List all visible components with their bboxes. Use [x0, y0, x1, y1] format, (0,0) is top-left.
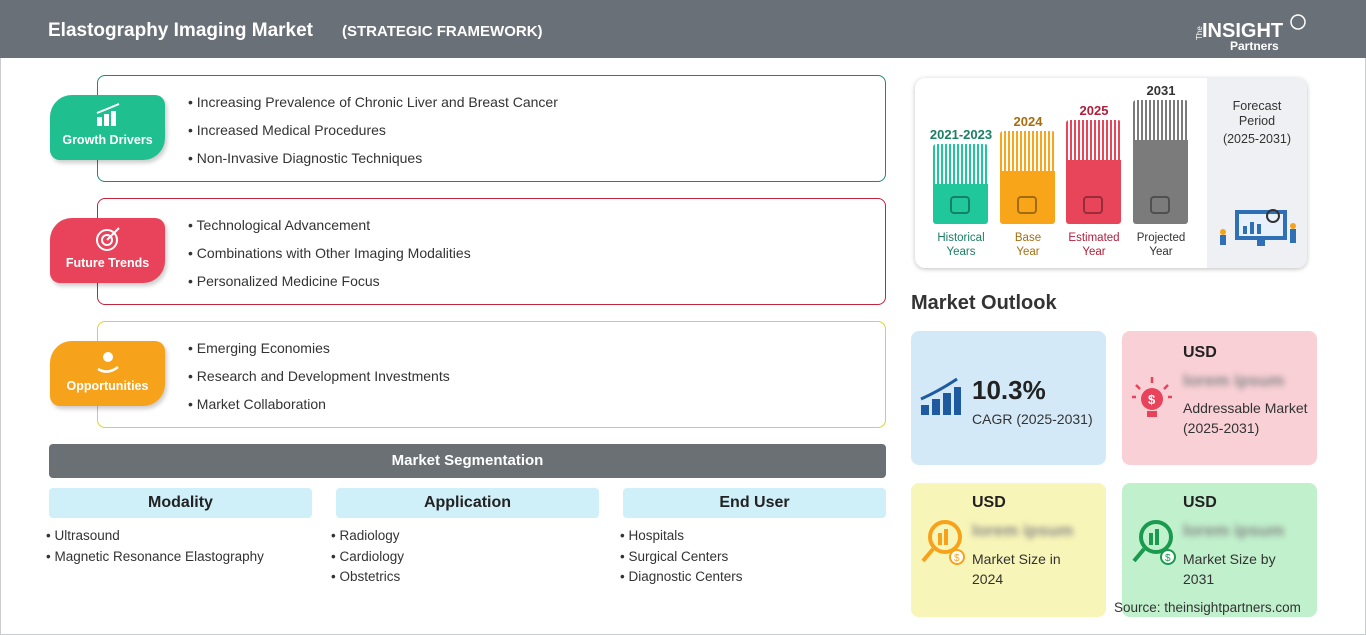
list-item: Non-Invasive Diagnostic Techniques	[188, 150, 885, 178]
market-segmentation-header: Market Segmentation	[49, 444, 886, 478]
page-title: Elastography Imaging Market	[48, 20, 314, 41]
timeline-bar	[1000, 131, 1055, 224]
calendar-icon	[1017, 196, 1037, 214]
timeline-year: 2025	[1079, 103, 1109, 118]
growth-chart-icon	[920, 377, 961, 415]
magnifier-chart-icon: $	[921, 520, 965, 565]
dollar-lightbulb-icon: $	[1132, 377, 1172, 417]
market-outlook-title: Market Outlook	[911, 292, 1057, 314]
timeline-caption: Year	[1149, 246, 1173, 258]
target-icon	[96, 227, 120, 251]
market-size-2031-label: Market Size by 2031	[1183, 551, 1276, 587]
chart-board-icon	[1150, 196, 1170, 214]
opportunities-box: Emerging Economies Research and Developm…	[97, 321, 886, 428]
blurred-value: lorem ipsum	[972, 521, 1074, 540]
end-user-list: Hospitals Surgical Centers Diagnostic Ce…	[620, 526, 743, 588]
growth-chart-icon	[96, 103, 120, 126]
svg-text:$: $	[1148, 392, 1156, 407]
page-subtitle: (STRATEGIC FRAMEWORK)	[342, 23, 543, 40]
market-size-2031-card: $ USD lorem ipsum Market Size by 2031	[1122, 483, 1317, 617]
list-item: Personalized Medicine Focus	[188, 273, 885, 301]
application-list: Radiology Cardiology Obstetrics	[331, 526, 404, 588]
segment-header-application: Application	[336, 488, 599, 518]
magnifier-chart-icon: $	[1132, 520, 1176, 565]
market-size-2024-card: $ USD lorem ipsum Market Size in 2024	[911, 483, 1106, 617]
timeline-caption: Year	[1082, 246, 1106, 258]
growth-drivers-box: Increasing Prevalence of Chronic Liver a…	[97, 75, 886, 182]
timeline-caption: Years	[946, 246, 976, 258]
timeline-year: 2021-2023	[929, 127, 993, 142]
list-item: Obstetrics	[331, 567, 404, 588]
timeline-bar	[1066, 120, 1121, 224]
market-size-2024-label: Market Size in 2024	[972, 551, 1061, 587]
addressable-label: Addressable Market (2025-2031)	[1183, 400, 1308, 436]
svg-text:$: $	[954, 553, 960, 564]
segment-header-modality: Modality	[49, 488, 312, 518]
timeline-bar	[933, 144, 988, 224]
list-item: Increased Medical Procedures	[188, 122, 885, 150]
list-item: Increasing Prevalence of Chronic Liver a…	[188, 94, 885, 122]
badge-label: Opportunities	[66, 379, 149, 393]
blurred-value: lorem ipsum	[1183, 521, 1285, 540]
analytics-illustration-icon	[1220, 209, 1296, 246]
forecast-label: Period	[1238, 114, 1276, 128]
timeline-caption: Estimated	[1068, 232, 1120, 244]
timeline-caption: Base	[1014, 232, 1042, 244]
currency-label: USD	[972, 494, 1006, 511]
cagr-value: 10.3%	[972, 375, 1046, 405]
timeline-caption: Projected	[1136, 232, 1186, 244]
history-icon	[950, 196, 970, 214]
forecast-panel: Forecast Period (2025-2031)	[1207, 78, 1307, 268]
svg-text:INSIGHT: INSIGHT	[1202, 20, 1283, 42]
currency-label: USD	[1183, 344, 1217, 361]
future-trends-box: Technological Advancement Combinations w…	[97, 198, 886, 305]
list-item: Hospitals	[620, 526, 743, 547]
presentation-gear-icon	[1083, 196, 1103, 214]
list-item: Magnetic Resonance Elastography	[46, 547, 263, 568]
header-bar	[0, 0, 1366, 58]
cagr-label: CAGR (2025-2031)	[972, 411, 1093, 427]
list-item: Radiology	[331, 526, 404, 547]
list-item: Emerging Economies	[188, 340, 885, 368]
currency-label: USD	[1183, 494, 1217, 511]
source-text: Source: theinsightpartners.com	[1114, 600, 1301, 615]
blurred-value: lorem ipsum	[1183, 371, 1285, 390]
future-trends-badge: Future Trends	[50, 218, 165, 283]
badge-label: Growth Drivers	[62, 133, 153, 147]
lightbulb-hand-icon	[97, 352, 119, 373]
list-item: Cardiology	[331, 547, 404, 568]
list-item: Surgical Centers	[620, 547, 743, 568]
list-item: Research and Development Investments	[188, 368, 885, 396]
modality-list: Ultrasound Magnetic Resonance Elastograp…	[46, 526, 264, 568]
list-item: Diagnostic Centers	[620, 567, 742, 588]
cagr-card: 10.3% CAGR (2025-2031)	[911, 331, 1106, 465]
timeline-year: 2031	[1146, 83, 1176, 98]
svg-text:Partners: Partners	[1230, 39, 1279, 52]
timeline-caption: Historical	[937, 232, 985, 244]
segment-header-end-user: End User	[623, 488, 886, 518]
timeline-caption: Year	[1016, 246, 1040, 258]
timeline-year: 2024	[1013, 114, 1043, 129]
growth-drivers-badge: Growth Drivers	[50, 95, 165, 160]
forecast-label: Forecast	[1232, 99, 1282, 113]
badge-label: Future Trends	[65, 256, 150, 270]
timeline-bar	[1133, 100, 1188, 224]
forecast-range: (2025-2031)	[1222, 132, 1292, 146]
svg-text:The: The	[1195, 26, 1204, 40]
list-item: Ultrasound	[46, 526, 264, 547]
list-item: Combinations with Other Imaging Modaliti…	[188, 245, 885, 273]
opportunities-badge: Opportunities	[50, 341, 165, 406]
list-item: Technological Advancement	[188, 217, 885, 245]
svg-text:$: $	[1165, 553, 1171, 564]
addressable-market-card: $ USD lorem ipsum Addressable Market (20…	[1122, 331, 1317, 465]
list-item: Market Collaboration	[188, 396, 885, 424]
